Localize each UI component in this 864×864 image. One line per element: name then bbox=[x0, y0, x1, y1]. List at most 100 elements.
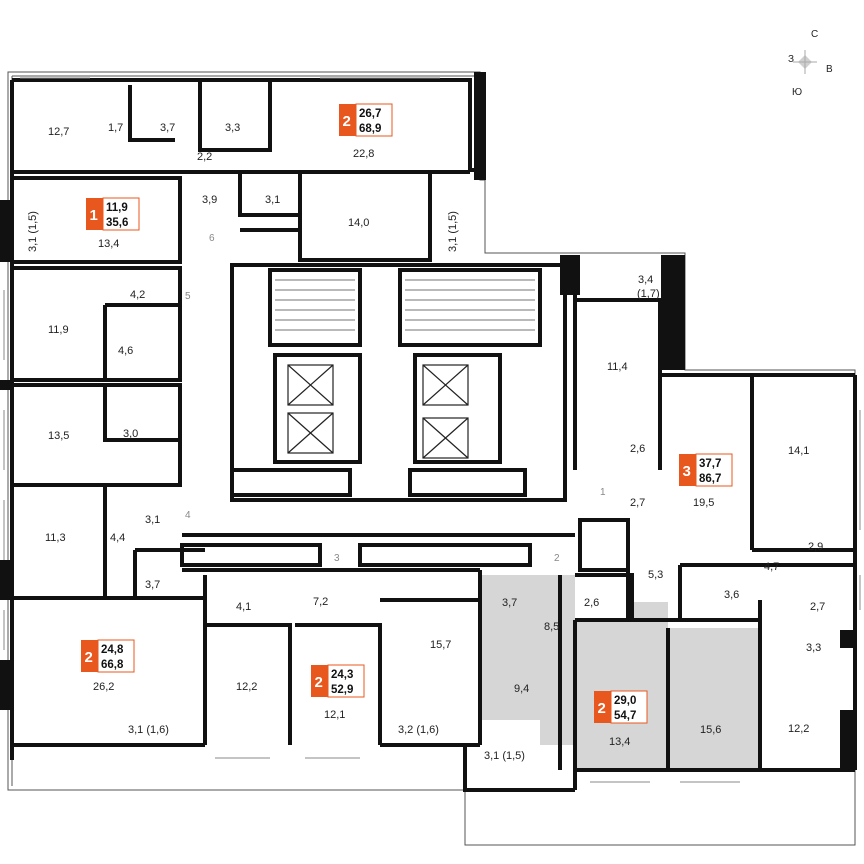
room-area: 1,7 bbox=[108, 122, 123, 134]
badge-rooms: 2 bbox=[598, 700, 606, 717]
room-area: 4,1 bbox=[236, 601, 251, 613]
room-area: 13,4 bbox=[98, 238, 119, 250]
apartment-badge[interactable]: 2 26,7 68,9 bbox=[339, 103, 393, 137]
badge-living-area: 26,7 bbox=[359, 108, 381, 120]
badge-rooms-box bbox=[311, 665, 328, 697]
room-area: 15,7 bbox=[430, 639, 451, 651]
entry-number: 6 bbox=[209, 233, 215, 244]
room-area: 2,6 bbox=[584, 597, 599, 609]
badge-rooms: 2 bbox=[85, 649, 93, 666]
badge-rooms: 2 bbox=[343, 113, 351, 130]
room-area: 3,3 bbox=[806, 642, 821, 654]
badge-rooms-box bbox=[81, 640, 98, 672]
room-area: 8,5 bbox=[544, 621, 559, 633]
room-area: 2,7 bbox=[630, 497, 645, 509]
compass-east: В bbox=[826, 64, 833, 75]
room-area: 3,1 bbox=[265, 194, 280, 206]
room-area: 26,2 bbox=[93, 681, 114, 693]
apartment-badge[interactable]: 2 24,3 52,9 bbox=[311, 664, 365, 698]
apartment-badge[interactable]: 2 29,0 54,7 bbox=[594, 690, 648, 724]
badge-living-area: 24,8 bbox=[101, 644, 124, 656]
badge-rooms-box bbox=[86, 198, 103, 230]
room-area: 2,2 bbox=[197, 151, 212, 163]
room-area: 12,2 bbox=[788, 723, 809, 735]
room-area: 3,7 bbox=[502, 597, 517, 609]
apartment-badge[interactable]: 1 11,9 35,6 bbox=[86, 197, 140, 231]
apartment-badge[interactable]: 2 24,8 66,8 bbox=[81, 639, 135, 673]
room-area: 2,7 bbox=[810, 601, 825, 613]
room-area: 3,4 bbox=[638, 274, 653, 286]
elevators bbox=[287, 364, 469, 459]
room-area: 3,1 (1,6) bbox=[128, 724, 169, 736]
compass-south: Ю bbox=[792, 87, 802, 98]
room-area: 3,6 bbox=[724, 589, 739, 601]
room-area: 14,1 bbox=[788, 445, 809, 457]
room-area: 3,2 (1,6) bbox=[398, 724, 439, 736]
room-area: 4,6 bbox=[118, 345, 133, 357]
apartment-badge[interactable]: 3 37,7 86,7 bbox=[679, 453, 733, 487]
badge-living-area: 29,0 bbox=[614, 695, 636, 707]
room-area: 12,1 bbox=[324, 709, 345, 721]
badge-total-area: 68,9 bbox=[359, 123, 381, 135]
badge-rooms: 2 bbox=[315, 674, 323, 691]
badge-rooms: 1 bbox=[90, 207, 98, 224]
badge-rooms-box bbox=[594, 691, 611, 723]
entry-number: 4 bbox=[185, 510, 191, 521]
badge-rooms-box bbox=[679, 454, 696, 486]
room-area: 4,7 bbox=[764, 561, 779, 573]
facade-pillars bbox=[0, 72, 855, 770]
room-area: 2,6 bbox=[630, 443, 645, 455]
room-area: 12,2 bbox=[236, 681, 257, 693]
room-area: 4,2 bbox=[130, 289, 145, 301]
entry-number: 5 bbox=[185, 291, 191, 302]
room-area: 3,7 bbox=[160, 122, 175, 134]
compass-north: С bbox=[811, 29, 818, 40]
room-area: 13,5 bbox=[48, 430, 69, 442]
room-area: 3,9 bbox=[202, 194, 217, 206]
compass: С З В Ю bbox=[788, 29, 833, 98]
room-area: 3,1 (1,5) bbox=[484, 750, 525, 762]
room-area: 7,2 bbox=[313, 596, 328, 608]
room-area: 15,6 bbox=[700, 724, 721, 736]
room-area: 12,7 bbox=[48, 126, 69, 138]
room-area: 9,4 bbox=[514, 683, 529, 695]
badge-living-area: 37,7 bbox=[699, 458, 721, 470]
badge-total-area: 35,6 bbox=[106, 217, 128, 229]
room-area: 2,9 bbox=[808, 541, 823, 553]
room-area: (1,7) bbox=[637, 288, 660, 300]
windows bbox=[3, 77, 861, 783]
compass-west: З bbox=[788, 54, 794, 65]
room-area: 3,7 bbox=[145, 579, 160, 591]
stairs bbox=[275, 279, 535, 331]
room-area: 3,1 (1,5) bbox=[27, 211, 39, 252]
room-area: 3,0 bbox=[123, 428, 138, 440]
highlighted-apartment-fill bbox=[482, 575, 760, 770]
room-area: 11,4 bbox=[607, 361, 628, 373]
walls bbox=[10, 78, 857, 792]
entry-number: 3 bbox=[334, 553, 340, 564]
badge-total-area: 52,9 bbox=[331, 684, 353, 696]
room-area: 11,3 bbox=[45, 532, 66, 544]
room-area: 3,3 bbox=[225, 122, 240, 134]
room-area: 5,3 bbox=[648, 569, 663, 581]
badge-living-area: 24,3 bbox=[331, 669, 353, 681]
room-area: 14,0 bbox=[348, 217, 369, 229]
badge-total-area: 54,7 bbox=[614, 710, 636, 722]
room-area: 4,4 bbox=[110, 532, 125, 544]
badge-rooms: 3 bbox=[683, 463, 691, 480]
badge-total-area: 86,7 bbox=[699, 473, 721, 485]
room-area: 22,8 bbox=[353, 148, 374, 160]
entry-number: 2 bbox=[554, 553, 560, 564]
room-area: 13,4 bbox=[609, 736, 630, 748]
room-area: 3,1 (1,5) bbox=[447, 211, 459, 252]
badge-living-area: 11,9 bbox=[106, 202, 128, 214]
badge-rooms-box bbox=[339, 104, 356, 136]
room-area: 3,1 bbox=[145, 514, 160, 526]
room-area: 19,5 bbox=[693, 497, 714, 509]
entry-numbers: 6 5 4 3 2 1 bbox=[185, 233, 606, 564]
entry-number: 1 bbox=[600, 487, 606, 498]
room-areas: 12,7 1,7 3,7 3,3 22,8 2,2 3,1 (1,5) 13,4… bbox=[27, 122, 825, 762]
room-area: 11,9 bbox=[48, 324, 69, 336]
badge-total-area: 66,8 bbox=[101, 659, 124, 671]
